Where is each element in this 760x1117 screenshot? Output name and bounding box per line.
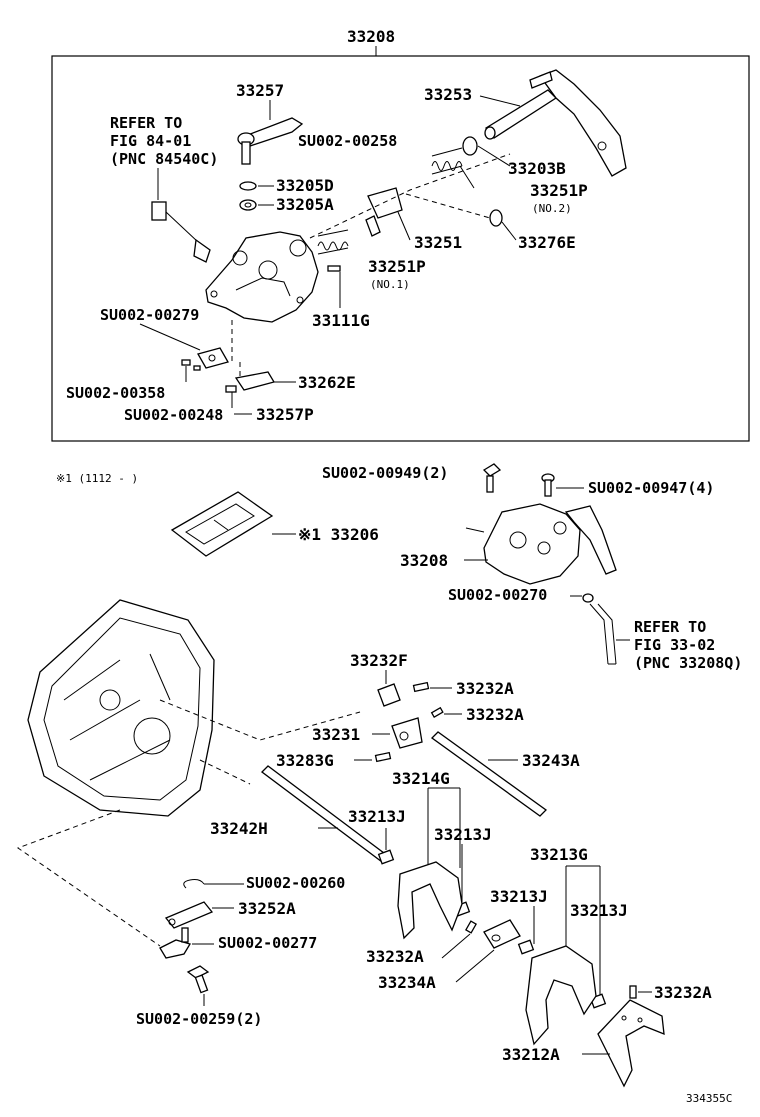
label-su002-00279: SU002-00279 (100, 306, 199, 324)
transmission-case (27, 599, 215, 817)
label-no1: (NO.1) (370, 278, 410, 291)
washer-33205d (239, 181, 257, 191)
label-no2: (NO.2) (532, 202, 572, 215)
fork-33213g (525, 945, 597, 1046)
label-33242h: 33242H (210, 819, 268, 838)
bolt-su277 (159, 927, 191, 959)
label-33232a-1: 33232A (456, 679, 514, 698)
bolt-su949 (482, 463, 502, 493)
label-33208-assy: 33208 (400, 551, 448, 570)
shift-shaft-part (484, 69, 627, 177)
clip-33234a (483, 919, 521, 949)
label-33253: 33253 (424, 85, 472, 104)
label-su002-00270: SU002-00270 (448, 586, 547, 604)
shaft-33243a (431, 731, 547, 817)
refer-to-line-1: REFER TO (110, 114, 182, 132)
label-33262e: 33262E (298, 373, 356, 392)
assembly-number: 33208 (347, 27, 395, 46)
label-33213j-1: 33213J (348, 807, 406, 826)
selector-part (365, 187, 403, 237)
shift-head-33232f (377, 683, 401, 707)
label-33232a-4: 33232A (654, 983, 712, 1002)
plate-33206 (170, 491, 274, 557)
bolt-su947 (541, 473, 555, 497)
label-su002-00277: SU002-00277 (218, 934, 317, 952)
label-33283g: 33283G (276, 751, 334, 770)
fork-33212a (597, 999, 665, 1088)
illustration-code: 334355C (686, 1092, 732, 1105)
label-33252a: 33252A (238, 899, 296, 918)
label-su002-00248: SU002-00248 (124, 406, 223, 424)
label-33212a: 33212A (502, 1045, 560, 1064)
pin-33111g (327, 265, 341, 272)
label-su002-00260: SU002-00260 (246, 874, 345, 892)
label-su002-00949: SU002-00949(2) (322, 464, 448, 482)
label-33243a: 33243A (522, 751, 580, 770)
assembly-box (51, 55, 750, 442)
label-33232f: 33232F (350, 651, 408, 670)
label-33205a: 33205A (276, 195, 334, 214)
label-33231: 33231 (312, 725, 360, 744)
label-33257p: 33257P (256, 405, 314, 424)
label-su002-00258: SU002-00258 (298, 132, 397, 150)
label-su002-00259: SU002-00259(2) (136, 1010, 262, 1028)
note-1: ※1 (1112 - ) (56, 472, 138, 485)
spring-part-2 (431, 147, 463, 175)
spring-part (317, 229, 349, 255)
refer-to-b-line-3: (PNC 33208Q) (634, 654, 742, 672)
lever-33252a (164, 901, 214, 929)
housing-assy-33208 (465, 503, 617, 585)
label-33251p-no1: 33251P (368, 257, 426, 276)
refer-to-b-line-1: REFER TO (634, 618, 706, 636)
shift-lever-part (237, 117, 304, 165)
label-33213g: 33213G (530, 845, 588, 864)
clip-su260 (183, 879, 205, 889)
label-33213j-3: 33213J (490, 887, 548, 906)
bolt-su259 (186, 965, 210, 994)
label-33205d: 33205D (276, 176, 334, 195)
label-su002-00358: SU002-00358 (66, 384, 165, 402)
label-su002-00947: SU002-00947(4) (588, 479, 714, 497)
label-33251p-no2: 33251P (530, 181, 588, 200)
label-33257: 33257 (236, 81, 284, 100)
label-33214g: 33214G (392, 769, 450, 788)
label-33251: 33251 (414, 233, 462, 252)
label-33276e: 33276E (518, 233, 576, 252)
label-33213j-4: 33213J (570, 901, 628, 920)
label-33234a: 33234A (378, 973, 436, 992)
refer-to-line-3: (PNC 84540C) (110, 150, 218, 168)
switch-part (151, 201, 211, 263)
label-33213j-2: 33213J (434, 825, 492, 844)
label-33206: ※1 33206 (298, 525, 379, 544)
label-33232a-2: 33232A (466, 705, 524, 724)
refer-to-b-line-2: FIG 33-02 (634, 636, 715, 654)
housing-part (205, 231, 319, 323)
label-33203b: 33203B (508, 159, 566, 178)
interlock-part (197, 347, 229, 369)
hose-part (589, 603, 617, 665)
refer-to-line-2: FIG 84-01 (110, 132, 191, 150)
shift-head-33231 (391, 717, 423, 749)
fork-33214g (397, 861, 463, 940)
lever-33262e (234, 371, 276, 391)
label-33232a-3: 33232A (366, 947, 424, 966)
label-33111g: 33111G (312, 311, 370, 330)
